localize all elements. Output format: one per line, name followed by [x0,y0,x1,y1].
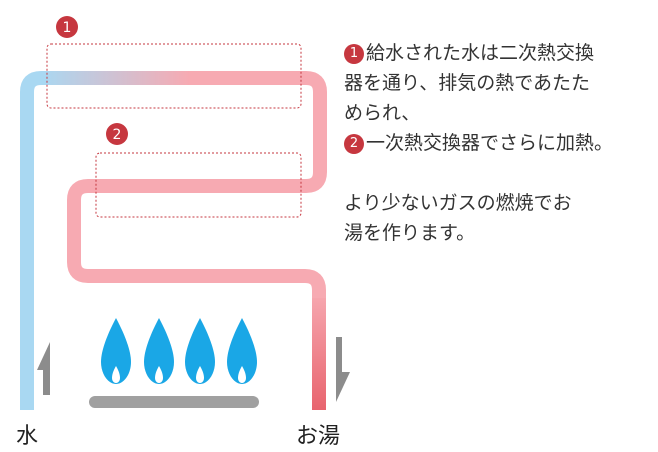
burner-flames [101,318,257,384]
marker-2-text: 2 [113,127,122,143]
step-1-badge: 1 [344,44,364,64]
primary-heat-exchanger-box [95,152,302,218]
summary-line1: より少ないガスの燃焼でお [344,192,572,214]
step2-line1: 一次熱交換器でさらに加熱。 [366,132,614,154]
flame-icon [227,318,257,384]
step-2-badge: 2 [344,134,364,154]
secondary-heat-exchanger-box [46,43,302,109]
step1-line3: められ、 [344,102,421,124]
burner [89,396,259,408]
step1-line2: 器を通り、排気の熱であたた [344,72,591,94]
cold-water-pipe [20,71,50,410]
summary-line2: 湯を作ります。 [344,222,476,244]
outflow-arrow-icon [336,337,350,402]
flame-icon [185,318,215,384]
marker-1-text: 1 [63,20,72,36]
step1-line1: 給水された水は二次熱交換 [366,42,595,64]
flame-icon [101,318,131,384]
hot-water-outlet-label: お湯 [296,424,341,449]
inflow-arrow-icon [37,342,50,395]
marker-1: 1 [56,16,78,38]
water-inlet-label: 水 [16,424,39,449]
flame-icon [144,318,174,384]
marker-2: 2 [106,123,128,145]
hot-water-pipe [67,71,327,300]
